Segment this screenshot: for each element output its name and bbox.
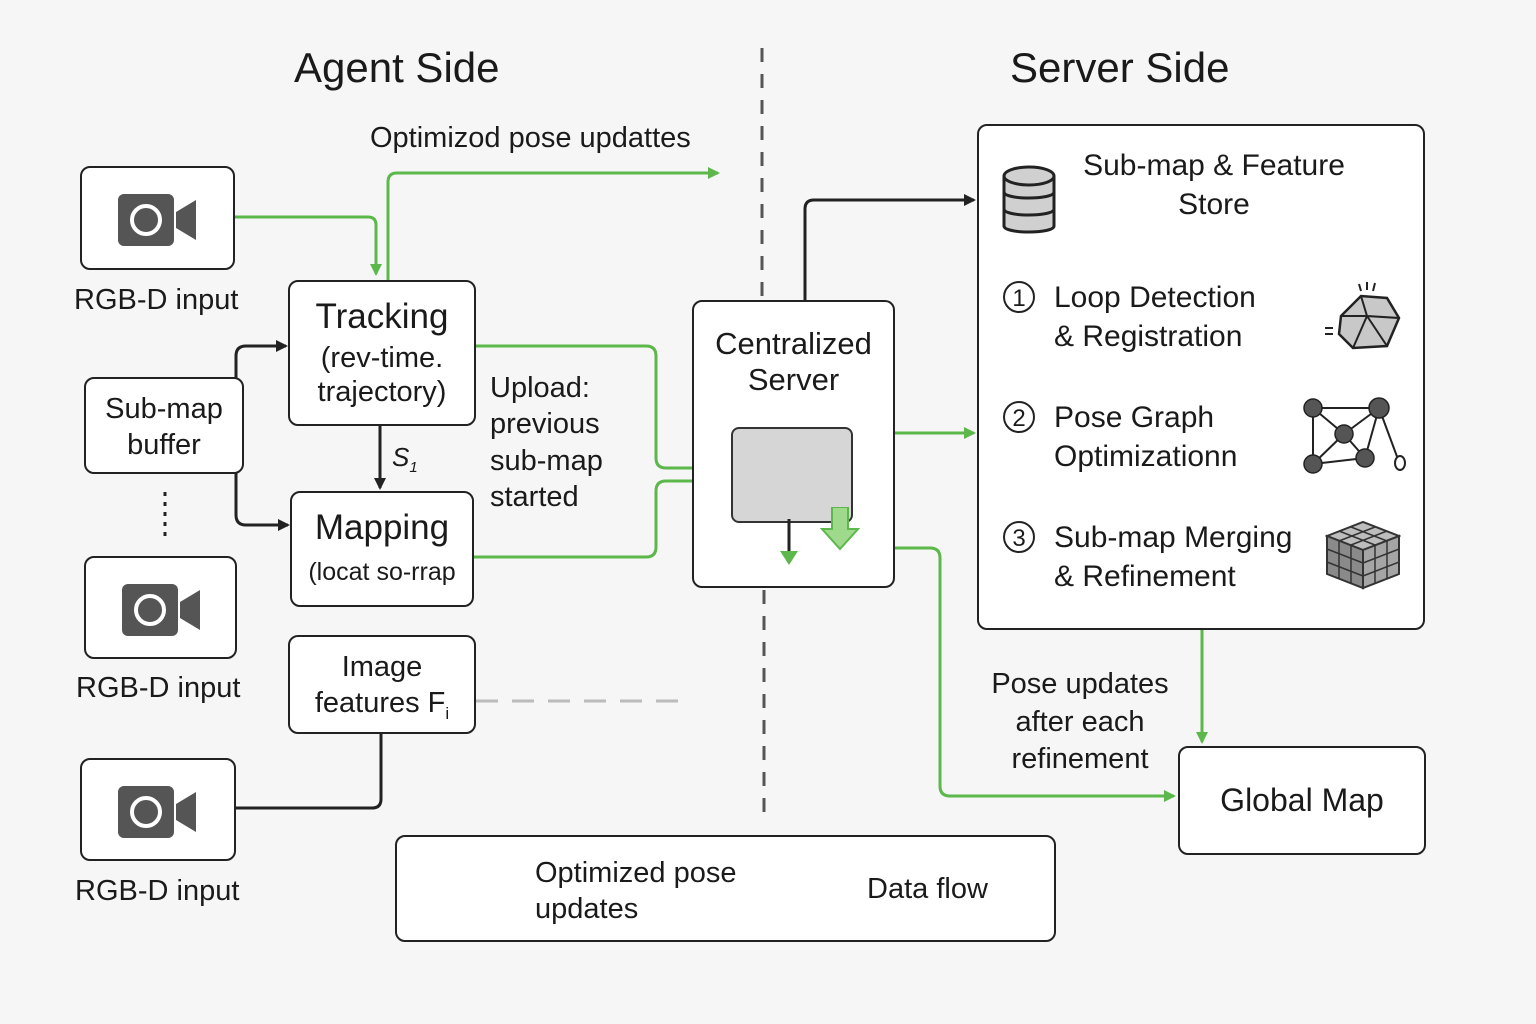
- database-icon: [1002, 165, 1056, 234]
- tracking-box: Tracking (rev-time. trajectory): [288, 280, 476, 426]
- upload-label: Upload: previous sub-map started: [490, 372, 603, 513]
- server-processing-box: Sub-map & Feature Store 1 Loop Detection…: [977, 124, 1425, 630]
- optimized-pose-updates-arrow: [386, 167, 720, 280]
- rgbd-camera-2: [84, 556, 237, 659]
- legend-black-label: Data flow: [867, 873, 988, 905]
- rgbd-camera-3: [80, 758, 236, 861]
- legend-box: Optimized pose updates Data flow: [395, 835, 1056, 942]
- buffer-to-mapping-arrow: [234, 472, 290, 531]
- rgbd-input-label-1: RGB-D input: [74, 284, 239, 316]
- mapping-line2: (locat so-rrap: [308, 557, 456, 586]
- step-number-2: 2: [1003, 401, 1035, 433]
- legend-green-label: Optimized pose updates: [535, 857, 737, 926]
- step-3-label: Sub-map Merging & Refinement: [1054, 521, 1293, 593]
- image-features-box: Image features Fi: [288, 635, 476, 734]
- cube-icon: [1325, 520, 1401, 590]
- crystal-icon: [1325, 282, 1401, 350]
- mapping-to-server-arrow: [474, 479, 692, 559]
- camera-icon: [118, 194, 196, 246]
- server-down-arrows-icon: [780, 507, 861, 565]
- server-to-global-map-arrow: [895, 546, 1176, 802]
- rgbd-input-label-2: RGB-D input: [76, 672, 241, 704]
- graph-icon: [1303, 397, 1406, 474]
- centralized-server-title: Centralized Server: [715, 326, 872, 397]
- global-map-label: Global Map: [1220, 782, 1384, 818]
- step-number-3: 3: [1003, 521, 1035, 553]
- camera-icon: [122, 584, 200, 636]
- image-features-line2: features Fi: [314, 687, 450, 724]
- optimized-pose-updates-label: Optimizod pose updattes: [370, 122, 691, 154]
- buffer-to-tracking-arrow: [234, 340, 288, 420]
- submap-buffer-line2: buffer: [127, 429, 201, 462]
- submap-buffer-line1: Sub-map: [105, 393, 223, 425]
- tracking-line3: trajectory): [317, 376, 447, 409]
- step-number-1: 1: [1003, 281, 1035, 313]
- camera3-to-features-line: [236, 733, 383, 810]
- tracking-line2: (rev-time.: [320, 341, 444, 374]
- mapping-box: Mapping (locat so-rrap: [290, 491, 474, 607]
- camera-icon: [118, 786, 196, 838]
- tracking-to-server-arrow: [476, 344, 728, 474]
- rgbd-camera-1: [80, 166, 235, 270]
- rgbd-input-label-3: RGB-D input: [75, 875, 240, 907]
- camera1-to-tracking-arrow: [234, 215, 382, 276]
- image-features-line1: Image: [341, 651, 423, 683]
- step-1-label: Loop Detection & Registration: [1054, 281, 1256, 353]
- server-side-title: Server Side: [1010, 44, 1230, 91]
- step-2-label: Pose Graph Optimizationn: [1054, 401, 1238, 473]
- centralized-server-box: Centralized Server: [692, 300, 895, 588]
- server-to-store-arrow: [803, 194, 976, 300]
- pose-updates-label: Pose updates after each refinement: [991, 668, 1169, 776]
- global-map-box: Global Map: [1178, 746, 1426, 855]
- mapping-title: Mapping: [314, 508, 450, 547]
- store-title: Sub-map & Feature Store: [1083, 149, 1345, 221]
- s1-label: S1: [392, 442, 418, 477]
- tracking-title: Tracking: [315, 297, 449, 336]
- agent-side-title: Agent Side: [294, 44, 500, 91]
- submap-buffer-box: Sub-map buffer: [84, 377, 244, 474]
